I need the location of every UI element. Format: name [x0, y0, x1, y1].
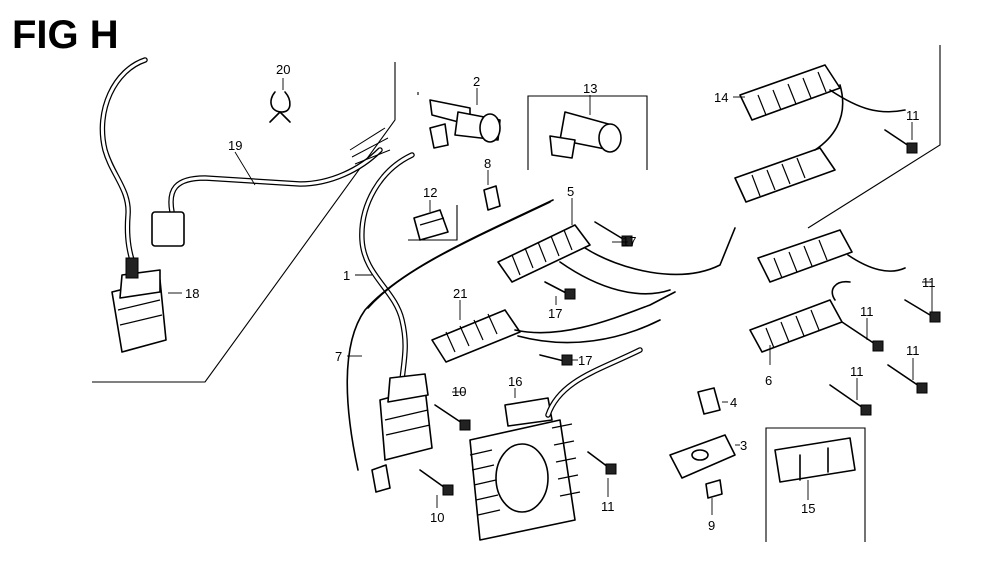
callout-11-b: 11: [922, 275, 936, 290]
callout-10-a: 10: [452, 384, 466, 399]
callout-4: 4: [730, 395, 737, 410]
figure-title: FIG H: [12, 13, 119, 57]
plug-cap-13: [549, 111, 622, 159]
callout-8: 8: [484, 156, 491, 171]
callout-3: 3: [740, 438, 747, 453]
callout-21: 21: [453, 286, 467, 301]
callout-6: 6: [765, 373, 772, 388]
callout-13: 13: [583, 81, 597, 96]
callout-1: 1: [343, 268, 350, 283]
callout-20: 20: [276, 62, 290, 77]
callout-9: 9: [708, 518, 715, 533]
coil-pair-6: [749, 229, 906, 353]
callout-11-f: 11: [601, 499, 615, 514]
callout-10-b: 10: [430, 510, 444, 525]
callout-17-a: 17: [622, 234, 636, 249]
coil-pair-14: [734, 64, 906, 203]
ignition-coil-assembly-18: [99, 57, 391, 353]
lead-wire-7: [346, 199, 554, 471]
callout-19: 19: [228, 138, 242, 153]
callout-15: 15: [801, 501, 815, 516]
callout-14: 14: [714, 90, 728, 105]
callout-2: 2: [473, 74, 480, 89]
callout-18: 18: [185, 286, 199, 301]
exciter-coil-5: [497, 224, 736, 295]
small-clips-8-12: [413, 185, 501, 241]
bracket-15: [774, 437, 856, 483]
callout-7: 7: [335, 349, 342, 364]
group-frames: [92, 45, 941, 542]
callout-11-d: 11: [906, 343, 920, 358]
charge-coil-21: [431, 291, 676, 363]
callout-11-c: 11: [860, 304, 874, 319]
plug-cap-2: [429, 99, 501, 149]
callout-16: 16: [508, 374, 522, 389]
callout-5: 5: [567, 184, 574, 199]
bolts: [419, 129, 941, 496]
callout-11-a: 11: [906, 108, 920, 123]
callout-17-c: 17: [578, 353, 592, 368]
callout-17-b: 17: [548, 306, 562, 321]
bracket-parts-3-4-9: [669, 387, 736, 499]
leader-lines: [168, 78, 933, 515]
callout-labels: 20 2 13 14 11 19 8 12 5 17 1 17 11 21 17…: [185, 62, 936, 533]
ignition-coil-1: [359, 152, 433, 493]
callout-11-e: 11: [850, 364, 864, 379]
stator-16: [469, 347, 643, 541]
callout-12: 12: [423, 185, 437, 200]
